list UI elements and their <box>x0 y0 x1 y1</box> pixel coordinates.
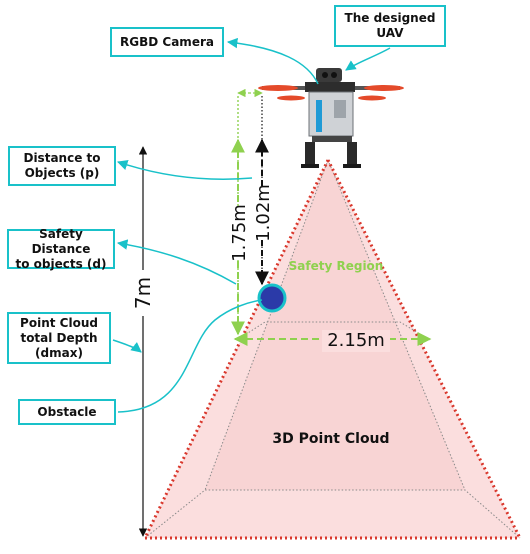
cone-base-back <box>144 489 521 539</box>
safety-distance-label: 1.75m <box>229 204 250 262</box>
safety-width-label: 2.15m <box>327 330 385 351</box>
object-distance-label: 1.02m <box>253 184 274 242</box>
depth-leader <box>112 339 142 353</box>
cone-edge-right <box>326 159 522 539</box>
camera-leader <box>226 37 319 85</box>
point-cloud-label: 3D Point Cloud <box>272 431 389 447</box>
safety-width-label-bg <box>322 330 390 352</box>
rgbd-camera-callout: RGBD Camera <box>110 27 224 57</box>
designed-uav-callout: The designed UAV <box>334 5 446 47</box>
distance-to-objects-callout: Distance to Objects (p) <box>8 146 116 186</box>
depth-label-bg <box>131 270 155 316</box>
point-cloud-depth-callout: Point Cloud total Depth (dmax) <box>7 312 111 364</box>
obstacle-callout: Obstacle <box>18 399 116 425</box>
cone-back-edge-left <box>204 159 329 491</box>
cone-back-face <box>205 160 465 490</box>
uav-leader <box>345 47 391 71</box>
cone-back-edge-right <box>327 159 466 491</box>
uav-drone-icon <box>258 82 404 168</box>
rgbd-camera-icon <box>316 68 342 82</box>
safety-distance-callout: Safety Distance to objects (d) <box>7 227 115 271</box>
obstacle-sphere-icon <box>257 283 287 313</box>
distance-leader <box>117 160 253 180</box>
safety-distance-leader <box>116 239 237 285</box>
depth-label: 7m <box>131 277 155 309</box>
obstacle-leader <box>117 299 263 413</box>
object-distance-label-bg <box>250 186 274 240</box>
safety-distance-label-bg <box>226 207 250 259</box>
safety-region-label: Safety Region <box>289 259 384 273</box>
